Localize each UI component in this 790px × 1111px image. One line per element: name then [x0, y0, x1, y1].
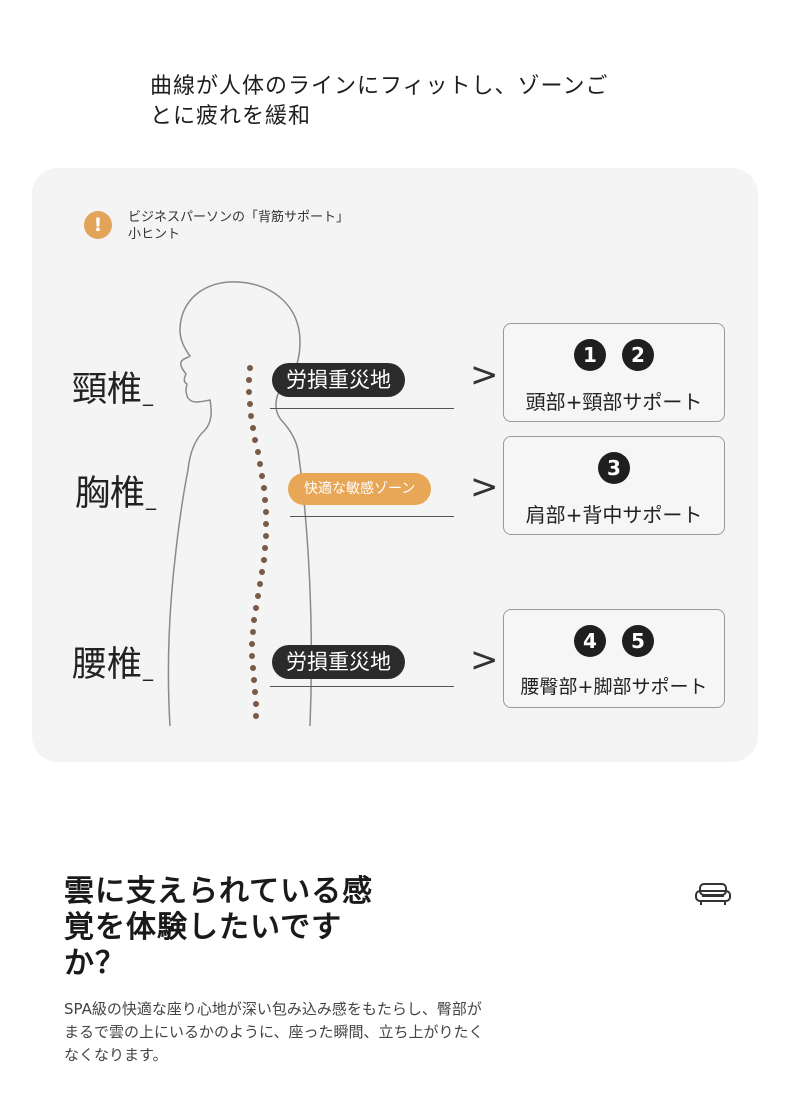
support-label: 腰臀部+脚部サポート	[520, 676, 708, 698]
exclamation-icon: !	[84, 211, 112, 239]
tip-line-1: ビジネスパーソンの「背筋サポート」	[128, 210, 350, 225]
region-label-lumbar: 腰椎	[72, 645, 153, 689]
tag-pill-cervical: 労損重災地	[272, 363, 405, 397]
chevron-right-icon: >	[470, 467, 499, 507]
leader-line	[270, 686, 454, 687]
sofa-icon	[695, 883, 731, 905]
support-label: 肩部+背中サポート	[525, 503, 703, 527]
human-silhouette	[167, 281, 313, 727]
description-text: SPA級の快適な座り心地が深い包み込み感をもたらし、臀部がまるで雲の上にいるかの…	[64, 1000, 484, 1064]
region-label-thoracic: 胸椎	[75, 474, 156, 518]
spine-dots	[246, 365, 269, 719]
number-badge: 2	[622, 339, 654, 371]
tag-pill-lumbar: 労損重災地	[272, 645, 405, 679]
support-box-3: 4 5 腰臀部+脚部サポート	[503, 609, 725, 708]
number-badges: 4 5	[504, 625, 724, 657]
leader-line	[270, 408, 454, 409]
support-label: 頭部+頸部サポート	[525, 390, 703, 414]
section-heading: 雲に支えられている感覚を体験したいですか？	[64, 874, 374, 981]
tag-pill-thoracic: 快適な敏感ゾーン	[288, 473, 432, 505]
number-badge: 1	[574, 339, 606, 371]
support-box-2: 3 肩部+背中サポート	[503, 436, 725, 535]
number-badges: 3	[504, 452, 724, 484]
number-badge: 4	[574, 625, 606, 657]
chevron-right-icon: >	[470, 355, 499, 395]
number-badges: 1 2	[504, 339, 724, 371]
leader-line	[290, 516, 454, 517]
tip-text: ビジネスパーソンの「背筋サポート」 小ヒント	[128, 209, 349, 243]
number-badge: 5	[622, 625, 654, 657]
support-box-1: 1 2 頭部+頸部サポート	[503, 323, 725, 422]
chevron-right-icon: >	[470, 640, 499, 680]
number-badge: 3	[598, 452, 630, 484]
headline: 曲線が人体のラインにフィットし、ゾーンごとに疲れを緩和	[150, 74, 609, 129]
tip-line-2: 小ヒント	[128, 227, 181, 242]
region-label-cervical: 頸椎	[72, 370, 153, 414]
